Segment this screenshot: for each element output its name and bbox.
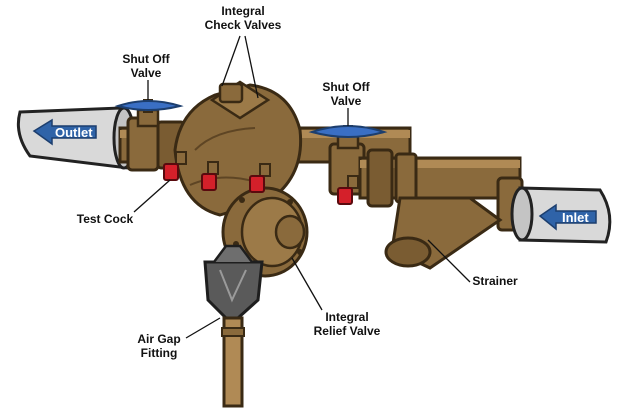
leader-air-gap [185, 317, 221, 339]
label-strainer-text: Strainer [472, 274, 518, 288]
label-shut-off-valve-left-line2: Valve [130, 66, 162, 80]
right-valve-handle-icon [308, 125, 388, 138]
leader-check-valves-a [221, 35, 241, 87]
label-air-gap-fitting-line1: Air Gap [137, 332, 181, 346]
test-cock-3-icon [249, 163, 271, 193]
label-shut-off-valve-left-line1: Shut Off [122, 52, 170, 66]
test-cock-1-icon [163, 151, 187, 181]
leader-check-valves-b [244, 35, 259, 99]
label-integral-check-valves: Integral Check Valves [203, 4, 283, 32]
label-shut-off-valve-right: Shut Off Valve [314, 80, 378, 108]
label-integral-check-valves-line2: Check Valves [204, 18, 282, 32]
label-test-cock: Test Cock [68, 212, 142, 226]
label-integral-relief-valve-line1: Integral [325, 310, 369, 324]
leader-strainer [427, 239, 471, 283]
inlet-arrow: Inlet [538, 203, 597, 231]
leader-test-cock [133, 179, 171, 213]
leader-lines [133, 35, 471, 339]
label-shut-off-valve-right-line2: Valve [330, 94, 362, 108]
test-cock-2-icon [201, 161, 219, 191]
label-shut-off-valve-left: Shut Off Valve [114, 52, 178, 80]
leader-relief-valve [291, 257, 323, 311]
strainer-body [384, 196, 503, 270]
label-integral-check-valves-line1: Integral [221, 4, 265, 18]
air-gap-fitting [203, 244, 264, 408]
shut-off-valve-left [114, 99, 184, 128]
label-air-gap-fitting-line2: Fitting [140, 346, 178, 360]
label-air-gap-fitting: Air Gap Fitting [126, 332, 192, 360]
label-integral-relief-valve-line2: Relief Valve [313, 324, 381, 338]
test-cock-4-icon [337, 175, 359, 205]
outlet-label: Outlet [55, 125, 93, 140]
label-integral-relief-valve: Integral Relief Valve [300, 310, 394, 338]
inlet-label: Inlet [562, 210, 589, 225]
label-strainer: Strainer [462, 274, 528, 288]
outlet-arrow: Outlet [32, 118, 97, 146]
label-shut-off-valve-right-line1: Shut Off [322, 80, 370, 94]
left-valve-handle-icon [114, 100, 184, 111]
label-test-cock-text: Test Cock [76, 212, 134, 226]
